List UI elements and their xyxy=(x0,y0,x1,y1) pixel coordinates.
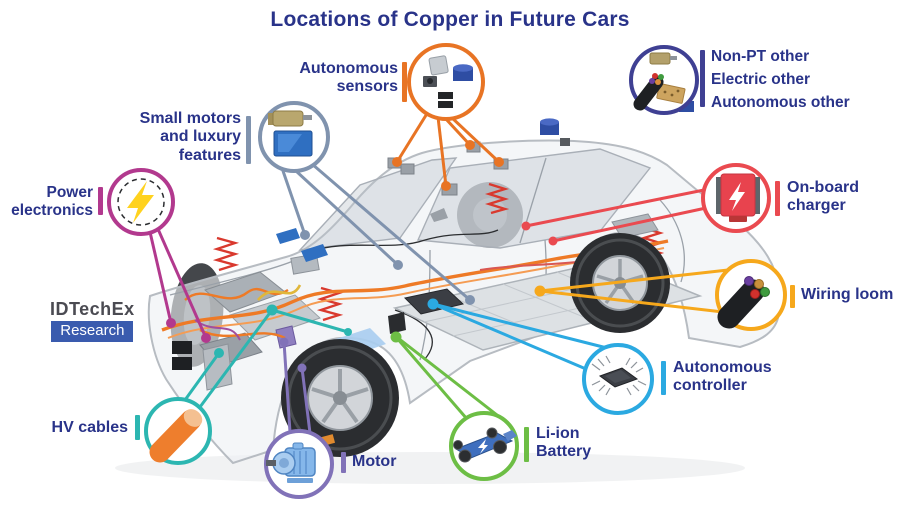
label-tick-wiring-loom xyxy=(790,285,795,308)
callout-motor xyxy=(264,337,334,499)
leader-dots xyxy=(279,337,307,373)
label-tick-non-pt-other xyxy=(700,50,705,107)
logo-name: IDTechEx xyxy=(50,299,135,319)
battery-chassis-icon xyxy=(453,427,517,463)
mixed-components-icon xyxy=(633,52,686,111)
sensor-cluster-icon xyxy=(423,55,473,108)
small-motor-screen-icon xyxy=(268,110,313,157)
label-on-board-charger: On-board charger xyxy=(787,179,859,215)
callout-power-electronics xyxy=(107,168,211,343)
callout-li-ion-battery xyxy=(390,331,519,481)
label-power-electronics: Power electronics xyxy=(11,184,93,219)
callout-on-board-charger xyxy=(521,163,771,246)
callout-circle xyxy=(407,43,485,121)
callout-wiring-loom xyxy=(534,259,787,331)
leader-dots xyxy=(214,304,352,358)
dash-panels xyxy=(276,228,328,262)
side-mirror xyxy=(430,208,448,222)
leader-dots xyxy=(390,331,402,343)
callout-autonomous-sensors xyxy=(392,43,504,191)
label-small-motors: Small motors and luxury features xyxy=(139,110,241,164)
label-non-pt: Non-PT other xyxy=(711,48,810,65)
hv-cable-icon xyxy=(149,409,203,463)
ground-shadow xyxy=(115,452,745,484)
label-li-ion-battery: Li-ion Battery xyxy=(536,425,592,461)
logo-division: Research xyxy=(51,321,134,342)
lidar-cylinder xyxy=(540,118,559,135)
callout-non-pt-other xyxy=(629,45,699,115)
label-tick-motor xyxy=(341,452,346,473)
label-tick-hv-cables xyxy=(135,415,140,440)
idtechex-logo: IDTechEx Research xyxy=(50,299,135,342)
label-tick-autonomous-sensors xyxy=(402,62,407,102)
label-motor: Motor xyxy=(352,453,397,470)
electric-motor-icon xyxy=(266,442,316,483)
label-autonomous-other: Autonomous other xyxy=(711,94,850,111)
leader-dots xyxy=(166,318,211,343)
label-autonomous-controller: Autonomous controller xyxy=(673,359,772,395)
leader-lines xyxy=(525,188,707,243)
car-illustration xyxy=(115,101,782,484)
callout-small-motors xyxy=(258,101,475,305)
label-non-pt-other: Non-PT other Electric other Autonomous o… xyxy=(711,45,850,114)
leader-lines xyxy=(282,341,312,434)
callout-hv-cables xyxy=(144,304,352,465)
label-tick-power-electronics xyxy=(98,187,103,215)
leader-dots xyxy=(534,285,546,297)
leader-dots xyxy=(300,230,475,305)
label-hv-cables: HV cables xyxy=(51,419,128,436)
microchip-icon xyxy=(591,355,647,396)
label-tick-small-motors xyxy=(246,116,251,164)
label-wiring-loom: Wiring loom xyxy=(801,286,894,303)
leader-lines xyxy=(280,162,471,302)
label-electric-other: Electric other xyxy=(711,71,811,88)
lightning-icon xyxy=(117,178,165,226)
wiring-loom-icon xyxy=(717,276,770,329)
leader-lines xyxy=(539,268,729,314)
leader-lines xyxy=(395,111,501,187)
label-tick-li-ion-battery xyxy=(524,427,529,462)
leader-lines xyxy=(183,308,349,408)
label-tick-autonomous-controller xyxy=(661,361,666,395)
leader-lines xyxy=(394,336,498,420)
leader-dots xyxy=(427,298,439,310)
leader-dots xyxy=(392,140,504,191)
label-tick-on-board-charger xyxy=(775,181,780,216)
leader-lines xyxy=(432,302,608,371)
page-title: Locations of Copper in Future Cars xyxy=(270,8,630,31)
callout-autonomous-controller xyxy=(427,298,654,415)
charger-icon xyxy=(716,173,760,222)
label-autonomous-sensors: Autonomous sensors xyxy=(299,60,398,96)
leader-dots xyxy=(521,221,558,246)
leader-lines xyxy=(148,228,208,339)
